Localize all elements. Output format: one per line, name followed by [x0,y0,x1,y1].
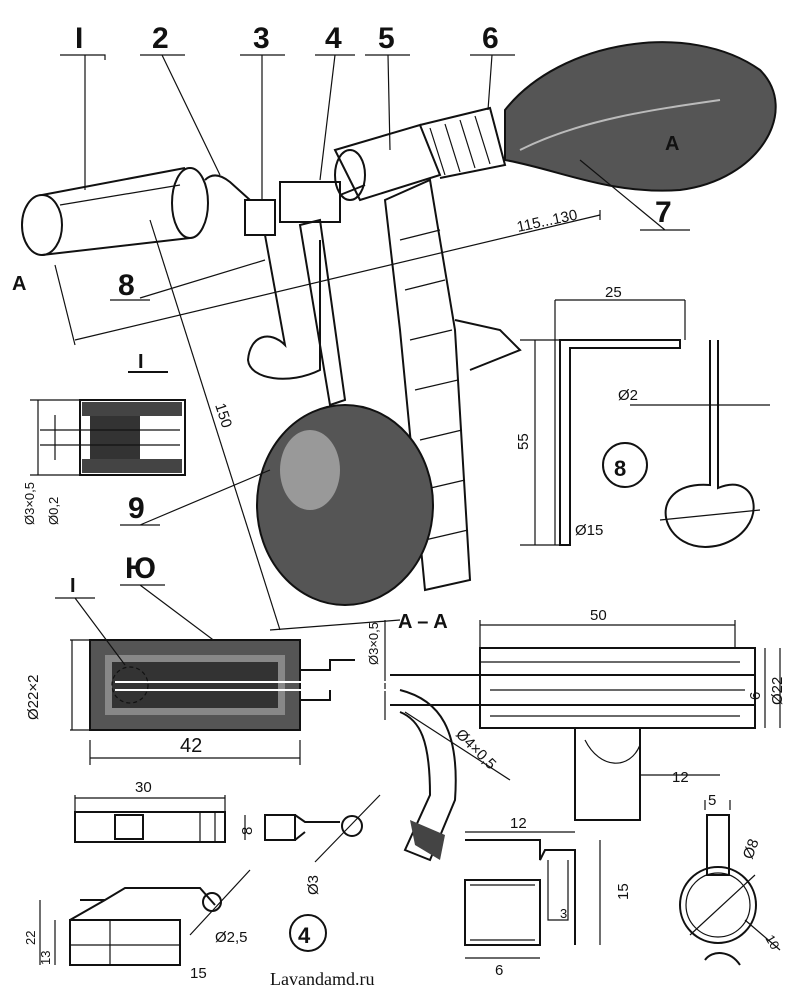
dim-bracket-h22: 22 [23,931,38,945]
body-section-10 [55,597,395,765]
dim-clip-length: 30 [135,779,152,796]
dim-section-diameter: Ø22 [769,677,786,705]
detail-i-label-top: I [138,351,144,373]
watermark: Lavandamd.ru [270,969,374,989]
wire-hook-part-8 [246,234,321,380]
top-dimension-lines [54,210,601,631]
dim-cup-height: 15 [615,883,632,900]
dim-section-length: 50 [590,607,607,624]
dim-cup-base: 6 [495,962,503,979]
dim-bracket-height: 55 [515,433,532,450]
arrow-a-left: A [12,273,26,295]
dim-bracket-h13: 13 [38,951,53,965]
dim-ring-top: 5 [708,792,716,809]
dim-inner-diameter: Ø0,2 [46,497,61,525]
dim-bracket-width: 25 [605,284,622,301]
dim-cup-width: 12 [510,815,527,832]
dim-cup-slot: 3 [560,906,567,921]
callout-6: 6 [482,22,499,55]
dim-tube-diameter: Ø3×0,5 [366,622,381,665]
dim-handle-length: 115...130 [515,207,579,236]
dim-bracket-hole: Ø2,5 [215,929,248,946]
cork-part-5 [333,123,442,202]
dim-ring-diameter: Ø15 [575,522,603,539]
dim-bend-tube: Ø4×0,5 [452,726,499,773]
dim-body-diameter: Ø22×2 [25,675,42,720]
wooden-handle [383,178,522,592]
callout-10: Ю [125,552,156,585]
dim-ring-10: 10 [762,932,782,952]
tube-part-1 [21,167,209,256]
callout-leaders [60,54,690,661]
callout-3: 3 [253,22,270,55]
bulb-part-9 [256,218,434,606]
dim-ring-d8: Ø8 [740,837,763,862]
callout-4: 4 [325,22,342,55]
bulb-part-7 [419,41,777,192]
detail-8-bracket [520,299,770,548]
dim-t-stem: 12 [672,769,689,786]
detail-i-top [30,371,186,476]
callout-2: 2 [152,22,169,55]
section-aa-label: A – A [398,611,448,633]
callout-8: 8 [118,269,135,302]
dim-clip-hole: Ø3 [305,875,322,895]
section-a-a [384,620,781,862]
callout-1: I [75,22,83,55]
callout-9: 9 [128,492,145,525]
dim-section-bore: 6 [747,692,764,700]
detail-i-label-bottom: I [70,575,76,597]
dim-overall-length: 150 [211,401,235,430]
dim-outer-diameter: Ø3×0,5 [22,482,37,525]
dim-clip-height: 8 [239,827,256,835]
ring-detail [679,800,781,966]
arrow-a-right: A [665,133,679,155]
dim-bracket-w15: 15 [190,965,207,982]
callout-5: 5 [378,22,395,55]
part-label-4: 4 [298,923,311,948]
clip-assembly [204,174,366,236]
callout-7: 7 [655,196,672,229]
dim-body-length: 42 [180,735,202,757]
clip-views [39,794,381,966]
cup-detail [464,831,601,959]
dim-wire-diameter: Ø2 [618,387,638,404]
part-label-8: 8 [614,456,626,481]
